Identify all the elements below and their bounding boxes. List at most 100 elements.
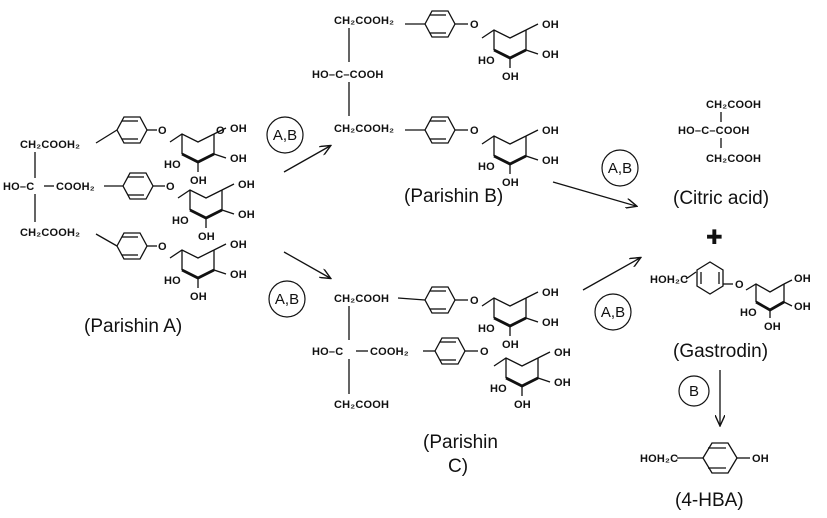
svg-text:OH: OH bbox=[502, 339, 519, 351]
enzyme-badge-a-to-c: A,B bbox=[268, 280, 306, 318]
svg-text:OH: OH bbox=[554, 377, 571, 389]
svg-text:OH: OH bbox=[190, 175, 207, 187]
parishin-a-ring-2 bbox=[122, 172, 154, 200]
parishin-b-ring-1 bbox=[424, 10, 456, 38]
hba-structure: HOH₂C OH bbox=[640, 442, 769, 474]
svg-text:OH: OH bbox=[502, 177, 519, 189]
citric-acid-label: (Citric acid) bbox=[673, 188, 769, 209]
parishin-c-top-arm: CH₂COOH bbox=[334, 293, 389, 305]
parishin-b-ring-2 bbox=[424, 116, 456, 144]
parishin-b-bottom-arm: CH₂COOH₂ bbox=[334, 123, 394, 135]
hba-label: (4-HBA) bbox=[675, 490, 744, 511]
enzyme-badge-gastrodin-to-hba: B bbox=[678, 375, 710, 407]
svg-text:A,B: A,B bbox=[275, 291, 299, 308]
svg-text:OH: OH bbox=[542, 317, 559, 329]
svg-text:O: O bbox=[480, 346, 489, 358]
parishin-a-mid-arm: COOH₂ bbox=[56, 181, 95, 193]
parishin-c-bottom-arm: CH₂COOH bbox=[334, 399, 389, 411]
enzyme-badge-a-to-b: A,B bbox=[266, 116, 304, 154]
parishin-c-glucose-1: OH OH OH HO bbox=[478, 287, 559, 351]
svg-text:HO: HO bbox=[478, 323, 495, 335]
plus-sign: ✚ bbox=[706, 227, 723, 249]
svg-text:HOH₂C: HOH₂C bbox=[650, 274, 688, 286]
svg-text:OH: OH bbox=[794, 273, 811, 285]
gastrodin-structure: HOH₂C O OH OH OH HO bbox=[650, 261, 811, 333]
svg-text:OH: OH bbox=[238, 179, 255, 191]
svg-text:OH: OH bbox=[230, 269, 247, 281]
svg-text:HO: HO bbox=[740, 307, 757, 319]
arrow-a-to-c bbox=[283, 251, 330, 278]
gastrodin-ring bbox=[696, 261, 724, 295]
parishin-a-glucose-2: OH OH OH HO bbox=[172, 179, 255, 243]
arrow-c-to-products bbox=[582, 258, 640, 291]
svg-text:OH: OH bbox=[794, 301, 811, 313]
arrow-b-to-products bbox=[552, 181, 636, 206]
svg-text:HO: HO bbox=[478, 55, 495, 67]
parishin-c-ring-2 bbox=[434, 337, 466, 365]
svg-text:OH: OH bbox=[514, 399, 531, 411]
parishin-a-label: (Parishin A) bbox=[84, 316, 182, 337]
gastrodin-label: (Gastrodin) bbox=[673, 341, 768, 362]
parishin-a-top-arm: CH₂COOH₂ bbox=[20, 139, 80, 151]
arrow-a-to-b bbox=[283, 146, 330, 173]
svg-text:O: O bbox=[470, 295, 479, 307]
svg-text:OH: OH bbox=[542, 19, 559, 31]
svg-text:O: O bbox=[158, 125, 167, 137]
svg-text:OH: OH bbox=[542, 155, 559, 167]
svg-text:OH: OH bbox=[190, 291, 207, 303]
svg-text:OH: OH bbox=[230, 123, 247, 135]
svg-text:OH: OH bbox=[230, 239, 247, 251]
svg-text:OH: OH bbox=[502, 71, 519, 83]
svg-text:HO–C–COOH: HO–C–COOH bbox=[678, 125, 749, 137]
parishin-b-glucose-2: OH OH OH HO bbox=[478, 125, 559, 189]
svg-text:HO: HO bbox=[490, 383, 507, 395]
svg-text:HO: HO bbox=[172, 215, 189, 227]
parishin-a-glucose-3: OH OH OH HO bbox=[164, 239, 247, 303]
parishin-c-structure: CH₂COOH HO–C COOH₂ CH₂COOH O O OH bbox=[312, 286, 571, 411]
parishin-c-center-c: HO–C bbox=[312, 346, 343, 358]
parishin-b-top-arm: CH₂COOH₂ bbox=[334, 15, 394, 27]
svg-text:HO: HO bbox=[164, 159, 181, 171]
svg-text:A,B: A,B bbox=[273, 127, 297, 144]
parishin-c-label-line1: (Parishin bbox=[423, 432, 498, 453]
svg-text:OH: OH bbox=[198, 231, 215, 243]
svg-text:HO: HO bbox=[164, 275, 181, 287]
parishin-c-mid-arm: COOH₂ bbox=[370, 346, 409, 358]
citric-acid-structure: CH₂COOH HO–C–COOH CH₂COOH bbox=[678, 99, 761, 165]
parishin-a-glucose-1: O OH OH OH HO bbox=[164, 123, 247, 187]
parishin-c-label-line2: C) bbox=[448, 456, 468, 477]
svg-text:B: B bbox=[689, 383, 699, 400]
parishin-b-center: HO–C–COOH bbox=[312, 69, 383, 81]
enzyme-badge-b-to-products: A,B bbox=[601, 149, 639, 187]
svg-text:O: O bbox=[470, 19, 479, 31]
parishin-a-structure: CH₂COOH₂ HO–C COOH₂ CH₂COOH₂ O O bbox=[3, 116, 255, 303]
svg-text:HOH₂C: HOH₂C bbox=[640, 453, 678, 465]
svg-text:A,B: A,B bbox=[601, 304, 625, 321]
hba-ring bbox=[702, 442, 738, 474]
svg-text:OH: OH bbox=[542, 287, 559, 299]
svg-text:OH: OH bbox=[230, 153, 247, 165]
svg-text:O: O bbox=[166, 181, 175, 193]
svg-text:OH: OH bbox=[542, 49, 559, 61]
svg-text:A,B: A,B bbox=[608, 160, 632, 177]
parishin-a-bottom-arm: CH₂COOH₂ bbox=[20, 227, 80, 239]
parishin-c-ring-1 bbox=[424, 286, 456, 314]
svg-text:OH: OH bbox=[542, 125, 559, 137]
svg-text:CH₂COOH: CH₂COOH bbox=[706, 99, 761, 111]
svg-text:O: O bbox=[470, 125, 479, 137]
parishin-c-glucose-2: OH OH OH HO bbox=[490, 347, 571, 411]
svg-text:HO: HO bbox=[478, 161, 495, 173]
svg-text:OH: OH bbox=[764, 321, 781, 333]
svg-text:OH: OH bbox=[554, 347, 571, 359]
svg-text:OH: OH bbox=[238, 209, 255, 221]
parishin-a-ring-3 bbox=[116, 232, 148, 260]
parishin-b-glucose-1: OH OH OH HO bbox=[478, 19, 559, 83]
svg-text:CH₂COOH: CH₂COOH bbox=[706, 153, 761, 165]
parishin-a-ring-1 bbox=[116, 116, 148, 144]
svg-text:O: O bbox=[158, 241, 167, 253]
svg-text:O: O bbox=[735, 279, 744, 291]
parishin-a-center-c: HO–C bbox=[3, 181, 34, 193]
parishin-b-structure: CH₂COOH₂ HO–C–COOH CH₂COOH₂ O O OH bbox=[312, 10, 559, 189]
enzyme-badge-c-to-products: A,B bbox=[594, 293, 632, 331]
